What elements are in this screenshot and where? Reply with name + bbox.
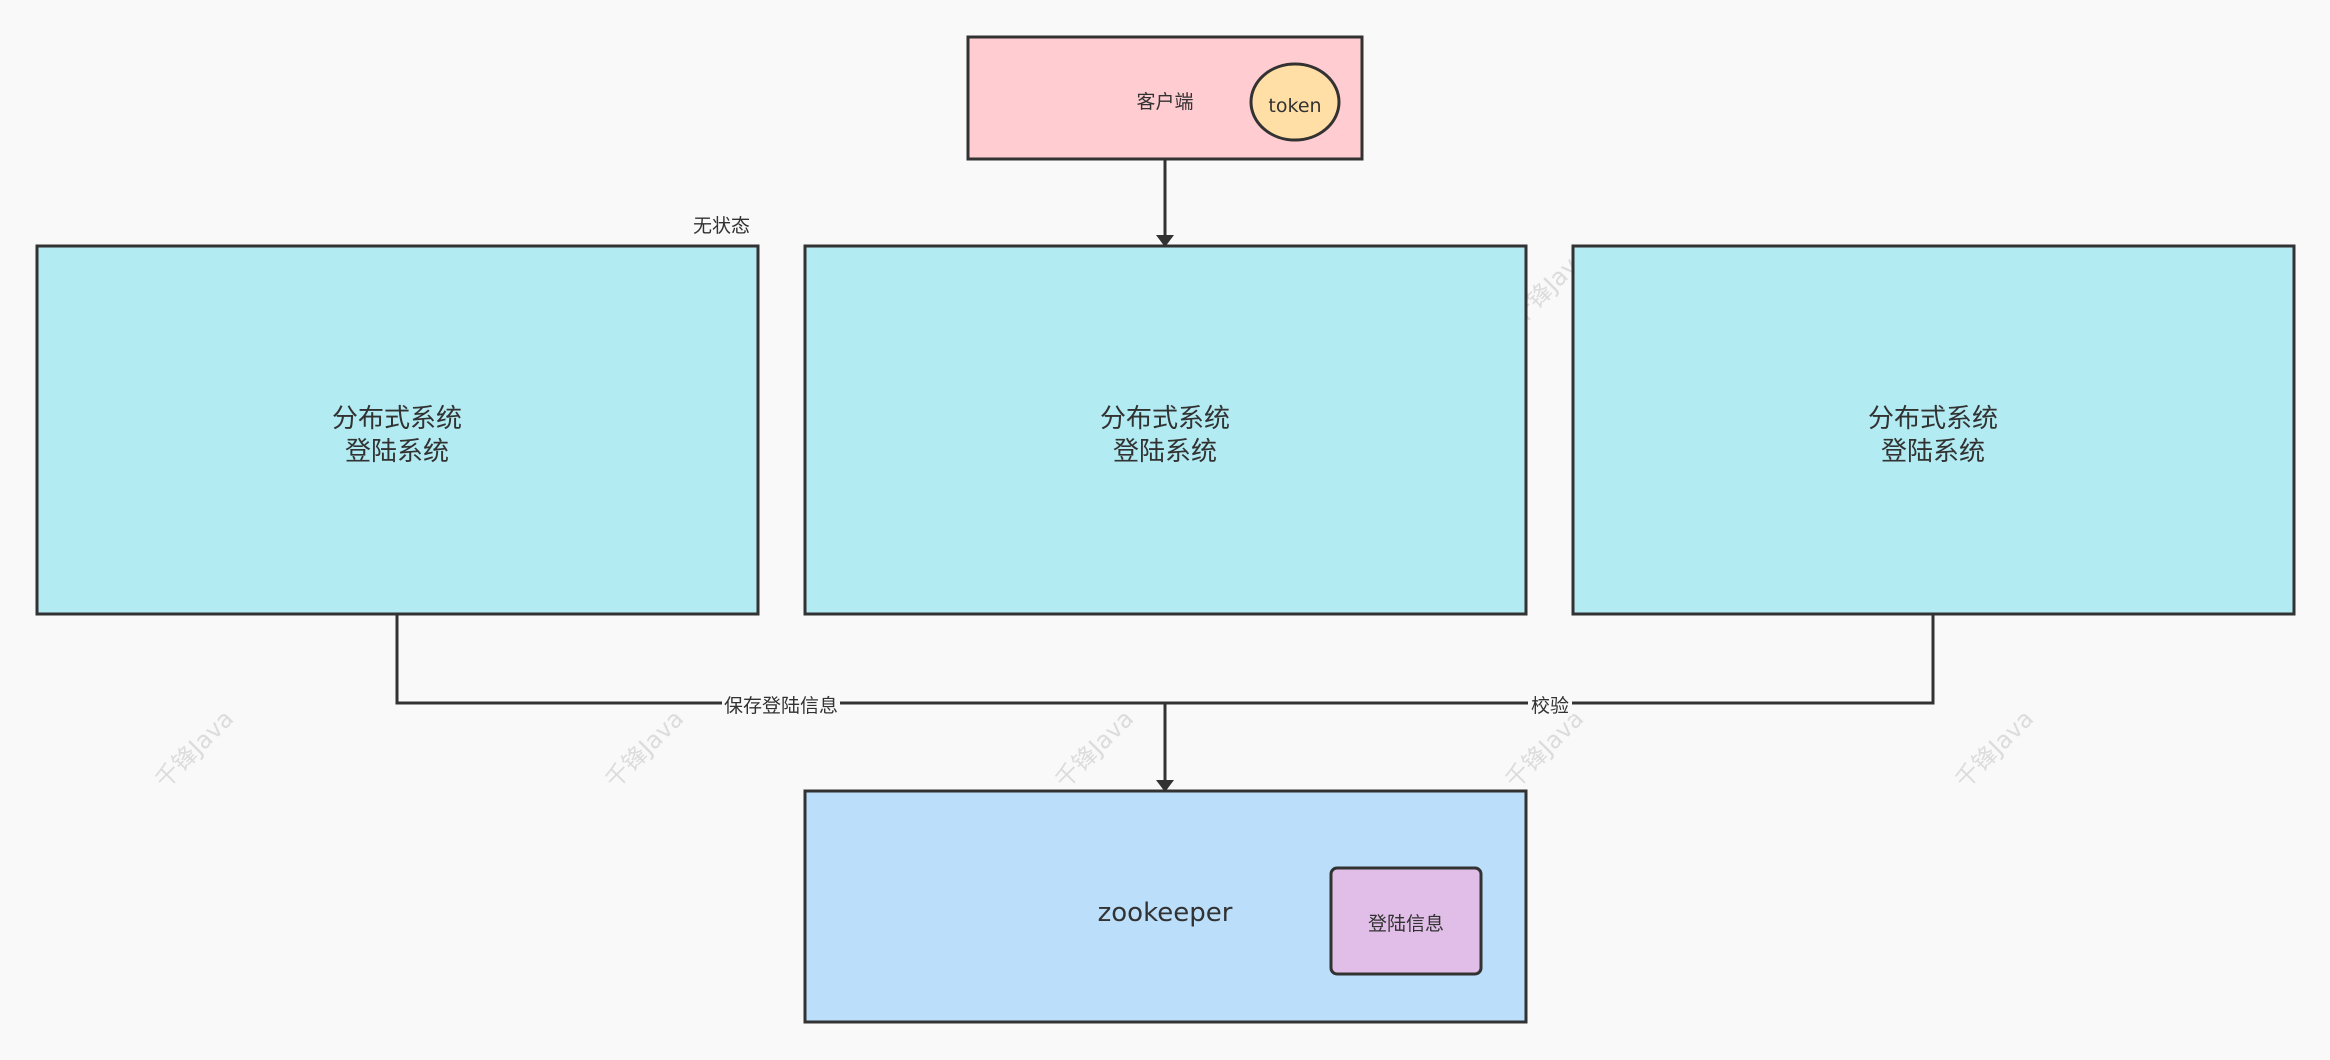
system-title: 分布式系统 [332,404,462,434]
system-box [803,244,1528,616]
system-node: 分布式系统 登陆系统 [1571,244,2296,616]
login-info-box [1329,866,1483,976]
zookeeper-label: zookeeper [1098,898,1233,928]
watermark: 千锋Java [600,705,690,795]
watermark: 千锋Java [1500,705,1590,795]
client-node: 客户端 token [966,35,1364,161]
client-label: 客户端 [1136,91,1193,113]
watermark: 千锋Java [1950,705,2040,795]
zookeeper-box [803,789,1528,1024]
right-system-connector [1165,614,1935,705]
zookeeper-node: zookeeper 登陆信息 [803,789,1528,1024]
watermark: 千锋Java [150,705,240,795]
system-box [35,244,760,616]
verify-label: 校验 [1531,695,1569,717]
verify-label-bg [1528,690,1572,716]
left-system-connector [395,614,1165,705]
token-label: token [1268,95,1321,117]
system-node: 分布式系统 登陆系统 [35,244,760,616]
system-title: 分布式系统 [1868,404,1998,434]
token-ellipse [1249,62,1341,142]
system-title: 分布式系统 [1100,404,1230,434]
save-login-info-label: 保存登陆信息 [724,695,838,717]
stateless-label: 无状态 [693,215,750,237]
system-box [1571,244,2296,616]
system-subtitle: 登陆系统 [1881,437,1985,467]
system-subtitle: 登陆系统 [1113,437,1217,467]
watermark: 千锋Java [1050,705,1140,795]
login-info-label: 登陆信息 [1368,913,1444,935]
system-node: 分布式系统 登陆系统 [803,244,1528,616]
system-subtitle: 登陆系统 [345,437,449,467]
save-label-bg [722,690,840,716]
